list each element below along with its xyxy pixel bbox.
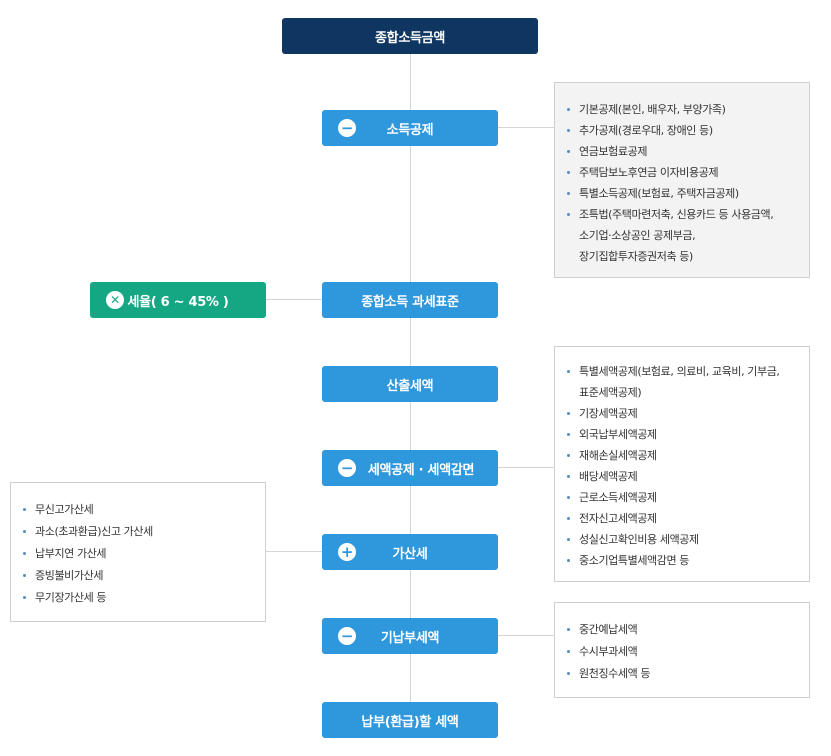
note-item-continued: 소기업·소상공인 공제부금, bbox=[579, 229, 696, 242]
tax-rate-label: 세율( 6 ~ 45% ) bbox=[127, 294, 229, 310]
note-item: 무기장가산세 등 bbox=[11, 587, 265, 609]
note-item: 원천징수세액 등 bbox=[555, 663, 809, 685]
additional-tax-note: 무신고가산세 과소(초과환급)신고 가산세 납부지연 가산세 증빙불비가산세 무… bbox=[10, 482, 266, 622]
note-item: 중간예납세액 bbox=[555, 619, 809, 641]
note-item-continued: 표준세액공제) bbox=[579, 386, 642, 399]
additional-tax-label: 가산세 bbox=[392, 546, 428, 562]
payable-tax-label: 납부(환급)할 세액 bbox=[361, 714, 459, 730]
note-item: 기장세액공제 bbox=[555, 403, 809, 424]
note-item: 증빙불비가산세 bbox=[11, 565, 265, 587]
note-item: 특별소득공제(보험료, 주택자금공제) bbox=[555, 183, 809, 204]
tax-base-label: 종합소득 과세표준 bbox=[361, 294, 459, 310]
income-deduction-label: 소득공제 bbox=[386, 122, 434, 138]
additional-tax-box: + 가산세 bbox=[322, 534, 498, 570]
connector-income-deduction-note bbox=[497, 127, 555, 128]
note-item: 성실신고확인비용 세액공제 bbox=[555, 529, 809, 550]
payable-tax-box: 납부(환급)할 세액 bbox=[322, 702, 498, 738]
note-item: 특별세액공제(보험료, 의료비, 교육비, 기부금, bbox=[555, 361, 809, 382]
calculated-tax-label: 산출세액 bbox=[386, 378, 434, 394]
note-item: 납부지연 가산세 bbox=[11, 543, 265, 565]
note-item: 추가공제(경로우대, 장애인 등) bbox=[555, 120, 809, 141]
connector-tax-rate bbox=[265, 299, 323, 300]
tax-base-box: 종합소득 과세표준 bbox=[322, 282, 498, 318]
note-item: 기본공제(본인, 배우자, 부양가족) bbox=[555, 99, 809, 120]
note-item: 연금보험료공제 bbox=[555, 141, 809, 162]
income-deduction-box: − 소득공제 bbox=[322, 110, 498, 146]
connector-additional-tax-note bbox=[265, 551, 323, 552]
connector-tax-credit-note bbox=[497, 467, 555, 468]
tax-credit-label: 세액공제 · 세액감면 bbox=[367, 462, 475, 478]
tax-rate-box: ✕ 세율( 6 ~ 45% ) bbox=[90, 282, 266, 318]
note-item: 과소(초과환급)신고 가산세 bbox=[11, 521, 265, 543]
connector-prepaid-tax-note bbox=[497, 635, 555, 636]
note-item: 외국납부세액공제 bbox=[555, 424, 809, 445]
note-item: 주택담보노후연금 이자비용공제 bbox=[555, 162, 809, 183]
minus-icon: − bbox=[338, 627, 356, 645]
multiply-icon: ✕ bbox=[106, 291, 124, 309]
note-item: 근로소득세액공제 bbox=[555, 487, 809, 508]
minus-icon: − bbox=[338, 119, 356, 137]
tax-credit-box: − 세액공제 · 세액감면 bbox=[322, 450, 498, 486]
note-item: 재해손실세액공제 bbox=[555, 445, 809, 466]
note-item-continued: 장기집합투자증권저축 등) bbox=[579, 250, 693, 263]
total-income-box: 종합소득금액 bbox=[282, 18, 538, 54]
note-item: 배당세액공제 bbox=[555, 466, 809, 487]
note-item: 전자신고세액공제 bbox=[555, 508, 809, 529]
note-item: 중소기업특별세액감면 등 bbox=[555, 550, 809, 571]
note-item: 조특법(주택마련저축, 신용카드 등 사용금액, bbox=[555, 204, 809, 225]
note-item: 수시부과세액 bbox=[555, 641, 809, 663]
calculated-tax-box: 산출세액 bbox=[322, 366, 498, 402]
income-deduction-note: 기본공제(본인, 배우자, 부양가족) 추가공제(경로우대, 장애인 등) 연금… bbox=[554, 82, 810, 278]
minus-icon: − bbox=[338, 459, 356, 477]
plus-icon: + bbox=[338, 543, 356, 561]
total-income-label: 종합소득금액 bbox=[375, 30, 445, 46]
note-item: 무신고가산세 bbox=[11, 499, 265, 521]
tax-credit-note: 특별세액공제(보험료, 의료비, 교육비, 기부금, 표준세액공제) 기장세액공… bbox=[554, 346, 810, 582]
prepaid-tax-note: 중간예납세액 수시부과세액 원천징수세액 등 bbox=[554, 602, 810, 698]
prepaid-tax-box: − 기납부세액 bbox=[322, 618, 498, 654]
prepaid-tax-label: 기납부세액 bbox=[380, 630, 440, 646]
